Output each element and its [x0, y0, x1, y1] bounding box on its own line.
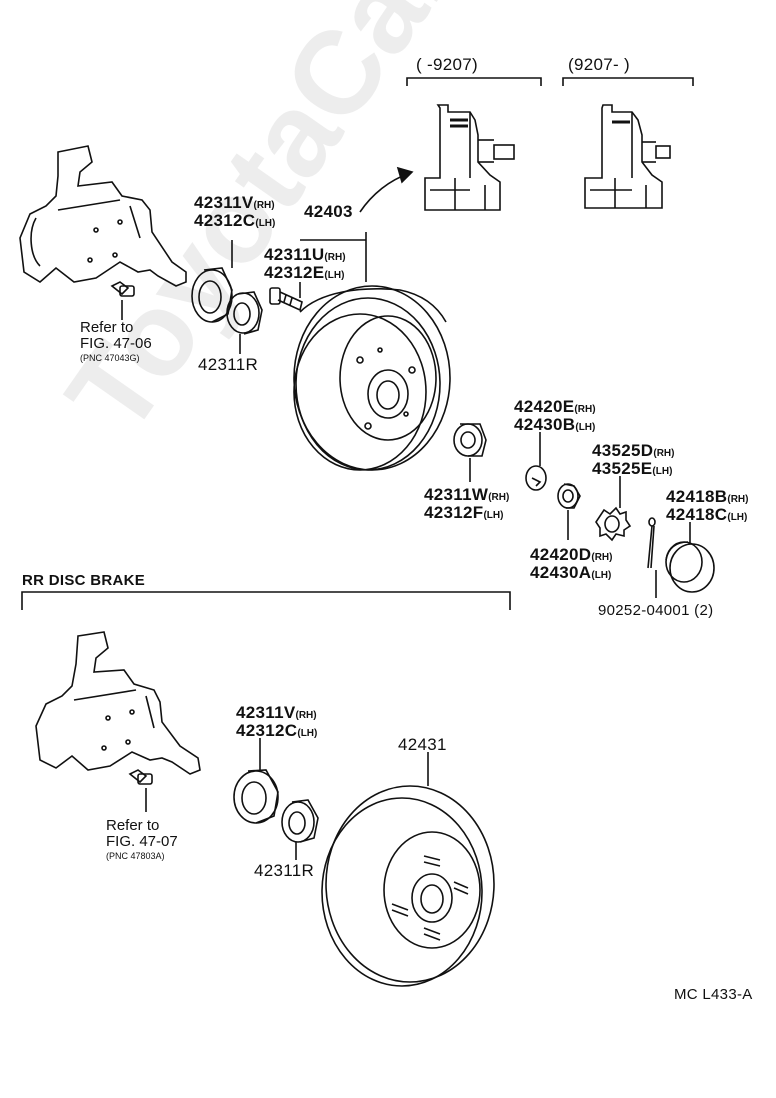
variant-label-left: ( -9207) — [416, 55, 478, 74]
part-label-42312F: 42312F(LH) — [424, 503, 504, 522]
lock-cap-43525D — [595, 506, 632, 542]
part-label-42311R-top: 42311R — [198, 355, 259, 374]
part-label-42430B: 42430B(LH) — [514, 415, 596, 434]
section-title: RR DISC BRAKE — [22, 572, 146, 589]
variant-drawing-left — [424, 104, 515, 211]
leader-bracket-42403 — [300, 232, 367, 282]
part-label-42431: 42431 — [398, 735, 447, 754]
part-label-42420D: 42420D(RH) — [530, 545, 613, 564]
hub-bolt-42311U — [269, 287, 303, 312]
variant-bracket-left — [406, 77, 542, 86]
bearing-42311W — [453, 423, 487, 457]
reference-pnc: (PNC 47803A) — [106, 851, 165, 861]
part-label-43525E: 43525E(LH) — [592, 459, 673, 478]
part-label-42430A: 42430A(LH) — [530, 563, 612, 582]
part-label-43525D: 43525D(RH) — [592, 441, 675, 460]
reference-line1: Refer to — [106, 817, 160, 834]
bolt-top-knuckle — [110, 281, 135, 297]
reference-line2: FIG. 47-07 — [106, 833, 178, 850]
part-label-42418B: 42418B(RH) — [666, 487, 749, 506]
part-label-42418C: 42418C(LH) — [666, 505, 748, 524]
nut-42420D — [557, 483, 581, 509]
part-label-42403: 42403 — [304, 202, 353, 221]
cotter-pin-90252 — [647, 517, 656, 569]
part-label-42312C-top: 42312C(LH) — [194, 211, 276, 230]
part-label-42311V-top: 42311V(RH) — [194, 193, 275, 212]
oil-seal-42311V-bottom — [233, 769, 279, 824]
reference-line2: FIG. 47-06 — [80, 335, 152, 352]
part-label-42420E: 42420E(RH) — [514, 397, 596, 416]
part-label-42312E: 42312E(LH) — [264, 263, 345, 282]
bearing-42311R-top — [226, 291, 263, 335]
brake-drum-42403 — [293, 285, 451, 471]
oil-seal-42311V-top — [191, 267, 233, 323]
part-label-42311R-bottom: 42311R — [254, 861, 315, 880]
wheel-studs — [391, 855, 469, 941]
part-label-42311V-bottom: 42311V(RH) — [236, 703, 317, 722]
curved-arrow — [359, 166, 414, 213]
reference-line1: Refer to — [80, 319, 134, 336]
figure-code: MC L433-A — [674, 986, 753, 1003]
section-bracket — [21, 591, 511, 610]
variant-bracket-right — [562, 77, 694, 86]
steering-knuckle-top — [19, 145, 187, 287]
reference-note-bottom: Refer to FIG. 47-07 (PNC 47803A) — [106, 818, 178, 862]
grease-cap-42418B — [665, 541, 715, 593]
variant-drawing-right — [584, 104, 671, 209]
steering-knuckle-bottom — [35, 631, 201, 775]
part-label-42311U: 42311U(RH) — [264, 245, 346, 264]
bearing-42311R-bottom — [281, 799, 319, 843]
variant-label-right: (9207- ) — [568, 55, 630, 74]
part-label-90252-04001: 90252-04001 (2) — [598, 602, 714, 619]
bolt-bottom-knuckle — [128, 769, 153, 785]
reference-note-top: Refer to FIG. 47-06 (PNC 47043G) — [80, 320, 152, 364]
part-label-42311W: 42311W(RH) — [424, 485, 510, 504]
reference-pnc: (PNC 47043G) — [80, 353, 140, 363]
part-label-42312C-bottom: 42312C(LH) — [236, 721, 318, 740]
disc-rotor-42431 — [321, 785, 495, 987]
washer-42420E — [525, 465, 547, 491]
